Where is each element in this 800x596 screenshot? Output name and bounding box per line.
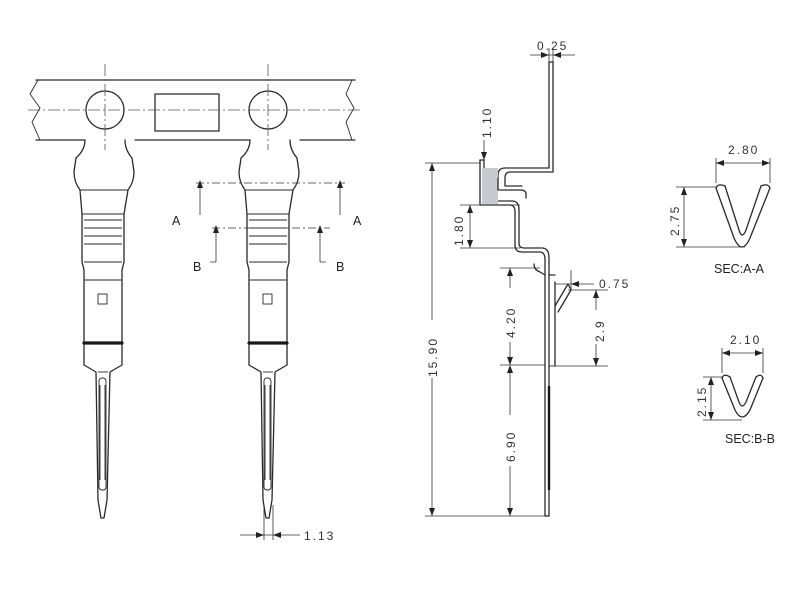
side-view: 0.25 1.10 1.80 15.90 (425, 39, 630, 517)
total-length-value: 15.90 (426, 337, 440, 377)
section-b-label-right: B (336, 260, 344, 274)
section-a-label-left: A (172, 214, 181, 228)
section-bb-height-value: 2.15 (695, 386, 709, 417)
section-aa-title: SEC:A-A (714, 262, 765, 276)
lance-length-dimension: 2.9 (555, 289, 608, 367)
carrier-strip (28, 64, 360, 150)
section-aa-height-value: 2.75 (668, 205, 682, 236)
lance-width-dimension: 0.75 (555, 270, 630, 291)
lance-length-value: 2.9 (593, 319, 607, 342)
section-bb-title: SEC:B-B (725, 432, 775, 446)
thickness-value: 0.25 (537, 39, 568, 53)
insulation-gap-value: 1.80 (452, 215, 466, 246)
section-b-label-left: B (193, 260, 201, 274)
section-bb: 2.10 2.15 SEC:B-B (695, 333, 775, 446)
lance-width-value: 0.75 (599, 277, 630, 291)
section-aa-width-value: 2.80 (728, 143, 759, 157)
section-a-label-right: A (353, 214, 362, 228)
contact-body-value: 4.20 (504, 307, 518, 338)
terminal-right (238, 139, 300, 519)
crimp-height-dimension: 1.10 (480, 107, 494, 166)
section-aa: 2.80 2.75 SEC:A-A (668, 143, 771, 276)
side-profile (479, 61, 572, 517)
pin-width-dimension: 1.13 (240, 505, 335, 543)
pin-length-value: 6.90 (504, 431, 518, 462)
total-length-dimension: 15.90 (425, 162, 545, 517)
insulation-gap-dimension: 1.80 (452, 204, 520, 249)
thickness-dimension: 0.25 (530, 39, 575, 62)
contact-body-dimension: 4.20 (500, 267, 545, 366)
section-markers: A A B B (172, 180, 362, 274)
crimp-height-value: 1.10 (480, 107, 494, 138)
pin-length-dimension: 6.90 (504, 365, 518, 516)
terminal-left (73, 139, 135, 519)
top-view: A A B B 1.13 (28, 64, 362, 543)
pin-width-value: 1.13 (304, 529, 335, 543)
section-bb-width-value: 2.10 (730, 333, 761, 347)
